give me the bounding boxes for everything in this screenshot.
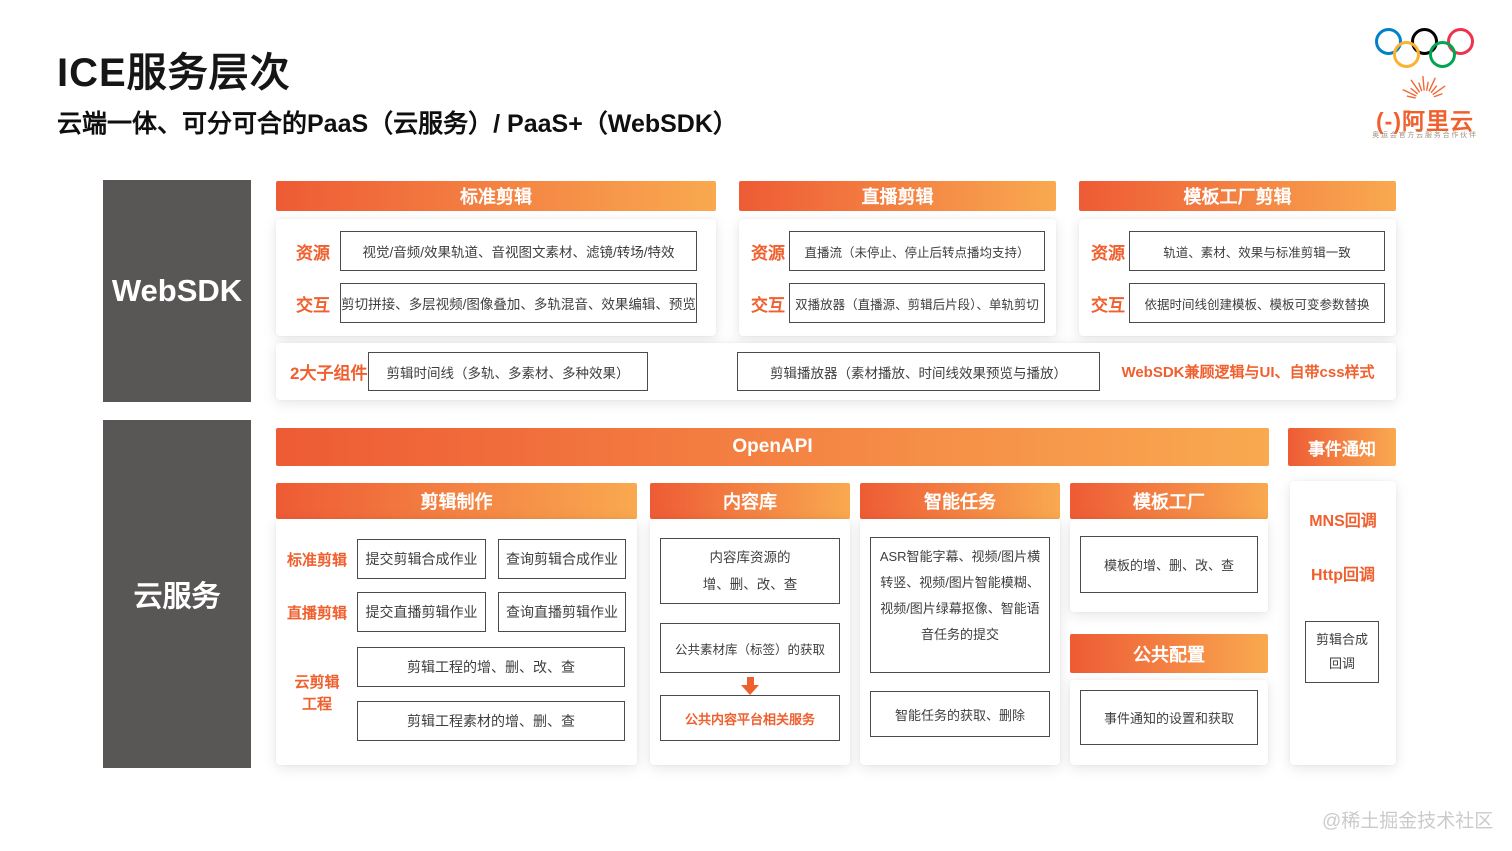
box-standard-interact: 剪切拼接、多层视频/图像叠加、多轨混音、效果编辑、预览 (340, 283, 697, 323)
box-live-resource: 直播流（未停止、停止后转点播均支持） (789, 231, 1045, 271)
label-two-components: 2大子组件 (290, 364, 368, 383)
panel-content-library: 内容库资源的 增、删、改、查 公共素材库（标签）的获取 公共内容平台相关服务 (650, 519, 850, 765)
panel-editing-production: 标准剪辑 提交剪辑合成作业 查询剪辑合成作业 直播剪辑 提交直播剪辑作业 查询直… (276, 519, 637, 765)
logo-rays-icon (1402, 76, 1446, 99)
label-resource: 资源 (1091, 243, 1125, 263)
box-template-resource: 轨道、素材、效果与标准剪辑一致 (1129, 231, 1385, 271)
label-resource: 资源 (296, 243, 330, 263)
panel-common-config: 事件通知的设置和获取 (1070, 680, 1268, 765)
label-http-callback: Http回调 (1311, 567, 1375, 584)
box-editing-player: 剪辑播放器（素材播放、时间线效果预览与播放） (737, 352, 1100, 391)
page-subtitle: 云端一体、可分可合的PaaS（云服务）/ PaaS+（WebSDK） (57, 110, 738, 138)
header-standard-editing: 标准剪辑 (276, 181, 716, 211)
layer-label-cloud-service: 云服务 (103, 420, 251, 768)
olympic-rings-icon (1375, 28, 1475, 76)
box-query-live-job: 查询直播剪辑作业 (498, 592, 626, 632)
header-template-factory-editing: 模板工厂剪辑 (1079, 181, 1396, 211)
panel-standard-editing: 资源 视觉/音频/效果轨道、音视图文素材、滤镜/转场/特效 交互 剪切拼接、多层… (276, 219, 716, 336)
aliyun-olympic-logo: (-)阿里云 奥运会官方云服务合作伙伴 (1358, 24, 1492, 144)
label-interact: 交互 (751, 295, 785, 315)
label-standard-editing: 标准剪辑 (287, 551, 348, 569)
header-editing-production: 剪辑制作 (276, 483, 637, 519)
label-live-editing: 直播剪辑 (287, 604, 348, 622)
box-editing-timeline: 剪辑时间线（多轨、多素材、多种效果） (368, 352, 648, 391)
panel-smart-tasks: ASR智能字幕、视频/图片横转竖、视频/图片智能模糊、视频/图片绿幕抠像、智能语… (860, 519, 1060, 765)
header-content-library: 内容库 (650, 483, 850, 519)
label-interact: 交互 (1091, 295, 1125, 315)
box-smart-task-submit: ASR智能字幕、视频/图片横转竖、视频/图片智能模糊、视频/图片绿幕抠像、智能语… (870, 537, 1050, 673)
watermark: @稀土掘金技术社区 (1322, 811, 1494, 832)
header-live-editing: 直播剪辑 (739, 181, 1056, 211)
header-common-config: 公共配置 (1070, 634, 1268, 673)
panel-live-editing: 资源 直播流（未停止、停止后转点播均支持） 交互 双播放器（直播源、剪辑后片段）… (739, 219, 1056, 336)
aliyun-wordmark: (-)阿里云 (1376, 108, 1474, 134)
label-cloud-editing-project: 云剪辑 工程 (294, 674, 340, 713)
aliyun-bracket-mark: (-) (1376, 108, 1402, 134)
panel-template-factory-editing: 资源 轨道、素材、效果与标准剪辑一致 交互 依据时间线创建模板、模板可变参数替换 (1079, 219, 1396, 336)
label-interact: 交互 (296, 295, 330, 315)
logo-tagline: 奥运会官方云服务合作伙伴 (1372, 132, 1478, 139)
box-project-material-crud: 剪辑工程素材的增、删、查 (357, 701, 625, 741)
panel-event-notification: MNS回调 Http回调 剪辑合成 回调 (1290, 481, 1396, 765)
header-event-notification: 事件通知 (1288, 428, 1396, 466)
box-public-content-platform: 公共内容平台相关服务 (660, 695, 840, 741)
page-title: ICE服务层次 (57, 51, 291, 95)
layer-label-websdk: WebSDK (103, 180, 251, 402)
header-template-factory: 模板工厂 (1070, 483, 1268, 519)
box-compose-callback: 剪辑合成 回调 (1305, 621, 1379, 683)
panel-template-factory: 模板的增、删、改、查 (1070, 519, 1268, 612)
box-submit-compose-job: 提交剪辑合成作业 (357, 539, 486, 579)
label-resource: 资源 (751, 243, 785, 263)
box-query-compose-job: 查询剪辑合成作业 (498, 539, 626, 579)
box-public-material-library: 公共素材库（标签）的获取 (660, 623, 840, 673)
box-submit-live-job: 提交直播剪辑作业 (357, 592, 486, 632)
label-mns-callback: MNS回调 (1309, 513, 1377, 530)
box-content-resource-crud: 内容库资源的 增、删、改、查 (660, 538, 840, 604)
panel-components: 2大子组件 剪辑时间线（多轨、多素材、多种效果） 剪辑播放器（素材播放、时间线效… (276, 343, 1396, 400)
down-arrow-icon (730, 677, 770, 695)
banner-openapi: OpenAPI (276, 428, 1269, 466)
box-template-interact: 依据时间线创建模板、模板可变参数替换 (1129, 283, 1385, 323)
note-websdk-css: WebSDK兼顾逻辑与UI、自带css样式 (1121, 364, 1375, 381)
box-live-interact: 双播放器（直播源、剪辑后片段）、单轨剪切 (789, 283, 1045, 323)
box-template-crud: 模板的增、删、改、查 (1080, 536, 1258, 593)
box-project-crud: 剪辑工程的增、删、改、查 (357, 647, 625, 687)
header-smart-tasks: 智能任务 (860, 483, 1060, 519)
box-standard-resource: 视觉/音频/效果轨道、音视图文素材、滤镜/转场/特效 (340, 231, 697, 271)
box-smart-task-get-delete: 智能任务的获取、删除 (870, 691, 1050, 737)
box-event-notification-config: 事件通知的设置和获取 (1080, 690, 1258, 745)
